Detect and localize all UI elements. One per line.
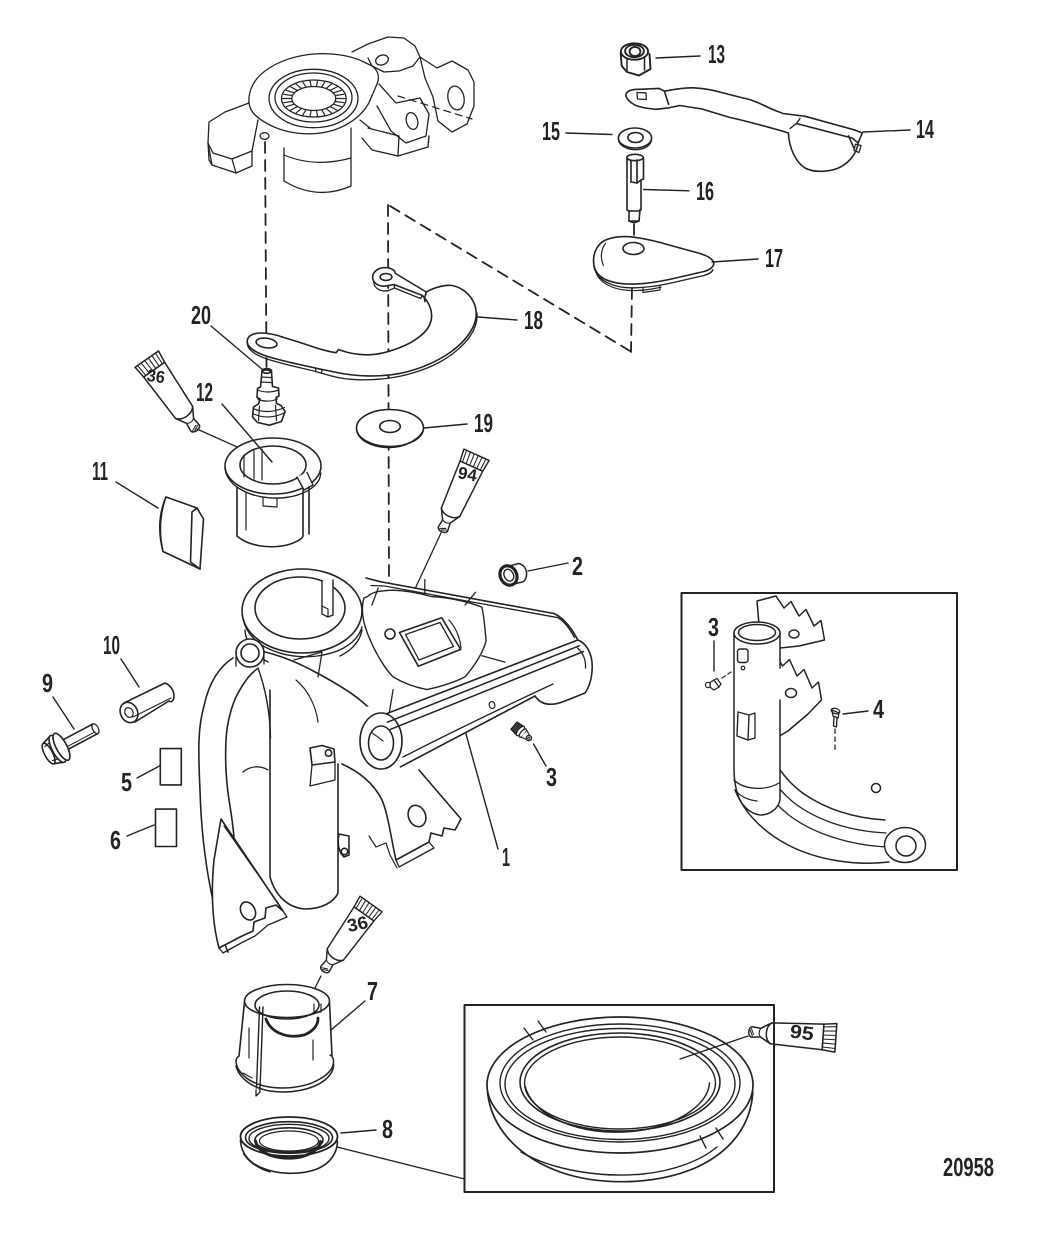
svg-text:9: 9 [42, 670, 53, 698]
svg-text:1: 1 [502, 844, 510, 872]
svg-text:6: 6 [110, 827, 121, 855]
svg-text:95: 95 [788, 1021, 815, 1045]
svg-text:4: 4 [873, 696, 885, 724]
svg-text:3: 3 [708, 614, 719, 642]
svg-text:94: 94 [456, 463, 479, 485]
svg-text:20958: 20958 [943, 1152, 994, 1182]
svg-text:19: 19 [474, 410, 493, 438]
svg-text:5: 5 [121, 769, 132, 797]
svg-text:12: 12 [196, 379, 213, 407]
svg-text:16: 16 [696, 178, 714, 206]
svg-text:10: 10 [103, 632, 120, 660]
svg-text:7: 7 [367, 978, 378, 1006]
svg-text:13: 13 [708, 41, 725, 69]
svg-text:20: 20 [191, 302, 211, 330]
svg-text:14: 14 [916, 116, 935, 144]
svg-text:2: 2 [572, 553, 583, 581]
svg-text:11: 11 [92, 458, 108, 486]
svg-text:36: 36 [345, 912, 370, 936]
svg-text:17: 17 [765, 245, 783, 273]
svg-text:8: 8 [382, 1116, 393, 1144]
svg-text:36: 36 [146, 366, 166, 387]
svg-text:15: 15 [542, 118, 560, 146]
svg-text:18: 18 [524, 307, 543, 335]
svg-text:3: 3 [546, 764, 557, 792]
